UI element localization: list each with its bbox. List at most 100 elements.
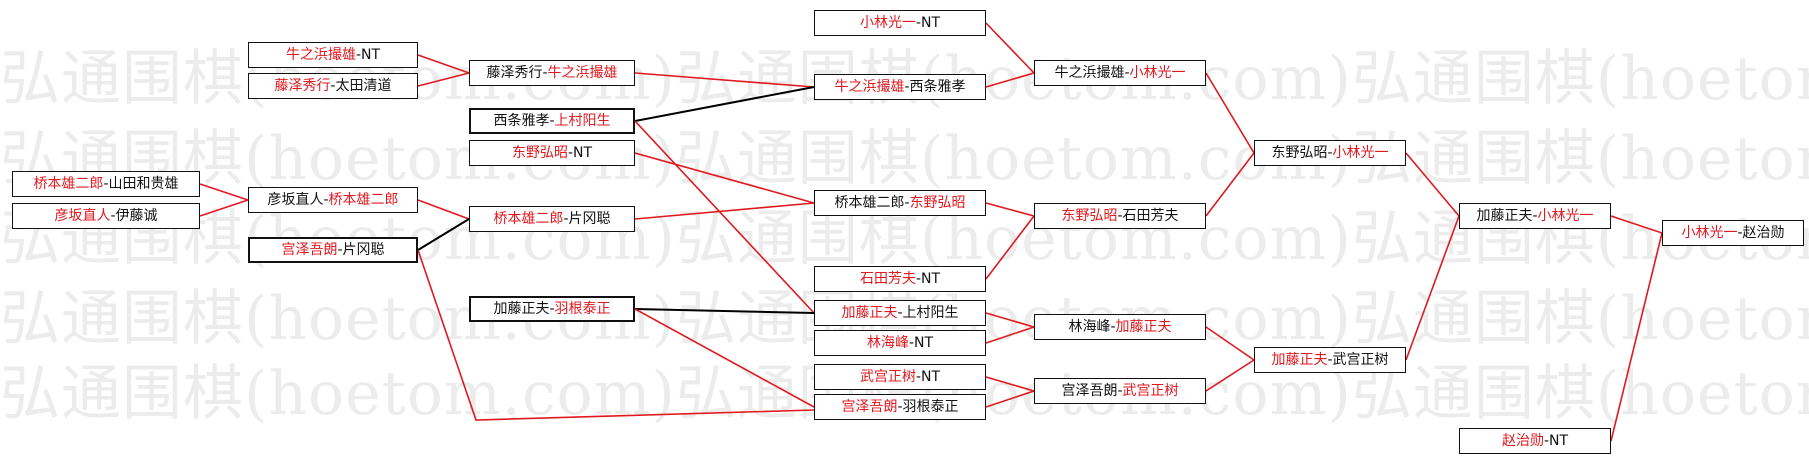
match-box: 小林光一-赵治勋 [1662, 220, 1804, 246]
separator: - [110, 208, 116, 224]
bracket-connector-line [634, 86, 815, 122]
winner-name: 宫泽吾朗 [281, 242, 338, 258]
separator: - [904, 79, 910, 95]
winner-name: 彦坂直人 [54, 208, 111, 224]
separator: - [1543, 433, 1550, 449]
bracket-connector-line [417, 218, 470, 251]
separator: - [1124, 65, 1130, 81]
bracket-connector-line [985, 22, 1035, 74]
separator: - [337, 242, 343, 258]
separator: - [1327, 145, 1333, 161]
match-box: 石田芳夫-NT [814, 266, 986, 292]
match-box: 宫泽吾朗-武宫正树 [1034, 378, 1206, 404]
bracket-connector-line [985, 215, 1035, 280]
separator: - [103, 176, 109, 192]
bracket-connector-line [417, 72, 470, 87]
match-box: 武宫正树-NT [814, 364, 986, 390]
winner-name: 牛之浜撮雄 [547, 65, 618, 81]
match-box: 牛之浜撮雄-小林光一 [1034, 60, 1206, 86]
match-box: 林海峰-NT [814, 330, 986, 356]
winner-name: 羽根泰正 [554, 301, 611, 317]
winner-name: 小林光一 [1129, 65, 1186, 81]
winner-name: 加藤正夫 [1115, 319, 1172, 335]
separator: - [1117, 208, 1123, 224]
separator: - [897, 305, 903, 321]
match-box: 东野弘昭-小林光一 [1254, 140, 1406, 166]
separator: - [915, 369, 922, 385]
player-name: 西条雅孝 [909, 79, 966, 95]
player-name: NT [573, 145, 593, 161]
player-name: 武宫正树 [1332, 352, 1389, 368]
match-box: 彦坂直人-桥本雄二郎 [248, 187, 418, 213]
match-box: 东野弘昭-石田芳夫 [1034, 203, 1206, 229]
match-box: 牛之浜撮雄-西条雅孝 [814, 74, 986, 100]
separator: - [897, 399, 903, 415]
separator: - [1737, 225, 1743, 241]
match-box: 加藤正夫-上村阳生 [814, 300, 986, 326]
separator: - [323, 192, 329, 208]
separator: - [904, 195, 910, 211]
separator: - [1117, 383, 1123, 399]
bracket-connector-line [634, 152, 815, 204]
bracket-connector-line [985, 312, 1035, 328]
player-name: NT [921, 369, 941, 385]
player-name: NT [914, 335, 934, 351]
player-name: 藤泽秀行 [486, 65, 543, 81]
bracket-connector-line [1610, 232, 1663, 442]
match-box: 加藤正夫-小林光一 [1459, 203, 1611, 229]
player-name: 片冈聪 [568, 211, 611, 227]
winner-name: 藤泽秀行 [274, 78, 331, 94]
separator: - [549, 113, 555, 129]
winner-name: 牛之浜撮雄 [285, 47, 356, 63]
bracket-connector-line [199, 183, 249, 201]
separator: - [549, 301, 555, 317]
winner-name: 东野弘昭 [909, 195, 966, 211]
player-name: 宫泽吾朗 [1061, 383, 1118, 399]
match-box: 藤泽秀行-太田清道 [248, 73, 418, 99]
player-name: NT [921, 271, 941, 287]
bracket-connector-line [985, 376, 1035, 392]
match-box: 西条雅孝-上村阳生 [469, 108, 635, 134]
separator: - [542, 65, 548, 81]
match-box: 桥本雄二郎-片冈聪 [469, 206, 635, 232]
bracket-connector-line [985, 202, 1035, 217]
match-box: 藤泽秀行-牛之浜撮雄 [469, 60, 635, 86]
separator: - [567, 145, 574, 161]
winner-name: 加藤正夫 [841, 305, 898, 321]
separator: - [330, 78, 336, 94]
match-box: 彦坂直人-伊藤诚 [12, 203, 200, 229]
winner-name: 林海峰 [866, 335, 909, 351]
player-name: 羽根泰正 [902, 399, 959, 415]
bracket-connector-line [634, 202, 815, 220]
winner-name: 桥本雄二郎 [493, 211, 564, 227]
separator: - [1327, 352, 1333, 368]
bracket-connector-line [634, 120, 815, 314]
separator: - [355, 47, 362, 63]
separator: - [908, 335, 915, 351]
winner-name: 石田芳夫 [859, 271, 916, 287]
player-name: 片冈聪 [342, 242, 385, 258]
separator: - [1532, 208, 1538, 224]
player-name: NT [921, 15, 941, 31]
bracket-connector-line [634, 308, 815, 408]
winner-name: 赵治勋 [1501, 433, 1544, 449]
player-name: 林海峰 [1068, 319, 1111, 335]
match-box: 宫泽吾朗-羽根泰正 [814, 394, 986, 420]
player-name: 太田清道 [335, 78, 392, 94]
match-box: 小林光一-NT [814, 10, 986, 36]
player-name: 加藤正夫 [493, 301, 550, 317]
winner-name: 桥本雄二郎 [33, 176, 104, 192]
winner-name: 桥本雄二郎 [328, 192, 399, 208]
player-name: 西条雅孝 [493, 113, 550, 129]
player-name: NT [1549, 433, 1569, 449]
winner-name: 武宫正树 [859, 369, 916, 385]
separator: - [915, 271, 922, 287]
bracket-connector-line [1610, 215, 1663, 234]
winner-name: 小林光一 [859, 15, 916, 31]
match-box: 桥本雄二郎-东野弘昭 [814, 190, 986, 216]
winner-name: 上村阳生 [554, 113, 611, 129]
match-box: 牛之浜撮雄-NT [248, 42, 418, 68]
bracket-connector-line [1205, 326, 1255, 361]
bracket-connector-line [1405, 215, 1460, 361]
